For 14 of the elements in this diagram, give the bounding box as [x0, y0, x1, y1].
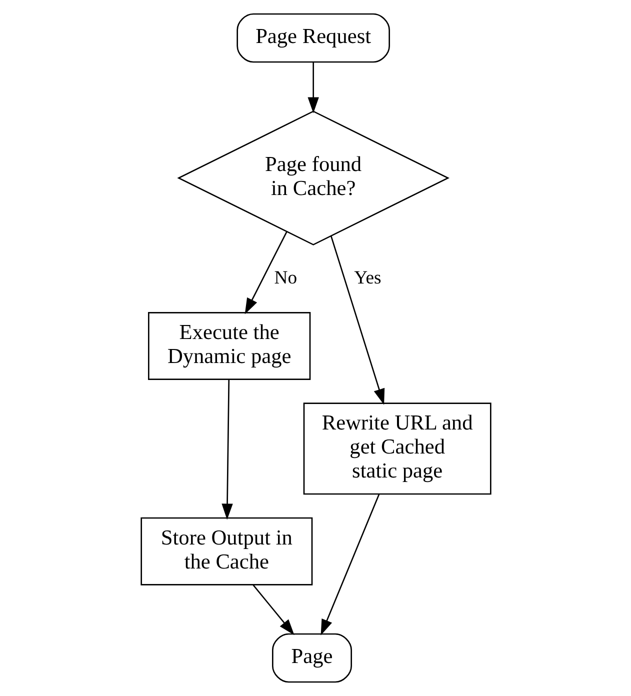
node-diamond: Page found in Cache? [176, 110, 449, 246]
node-box: Page Request [236, 13, 390, 63]
node-box: Execute the Dynamic page [148, 312, 310, 380]
arrow [244, 231, 287, 314]
arrow [221, 379, 232, 520]
arrow [330, 236, 384, 405]
edge-label: No [274, 268, 297, 289]
node-box: Store Output in the Cache [140, 517, 312, 586]
node-box: Rewrite URL and get Cached static page [302, 402, 491, 495]
arrow [307, 62, 318, 114]
arrow [320, 494, 380, 636]
arrow [252, 584, 294, 636]
edge-label: Yes [354, 268, 381, 289]
node-box: Page [272, 633, 352, 683]
